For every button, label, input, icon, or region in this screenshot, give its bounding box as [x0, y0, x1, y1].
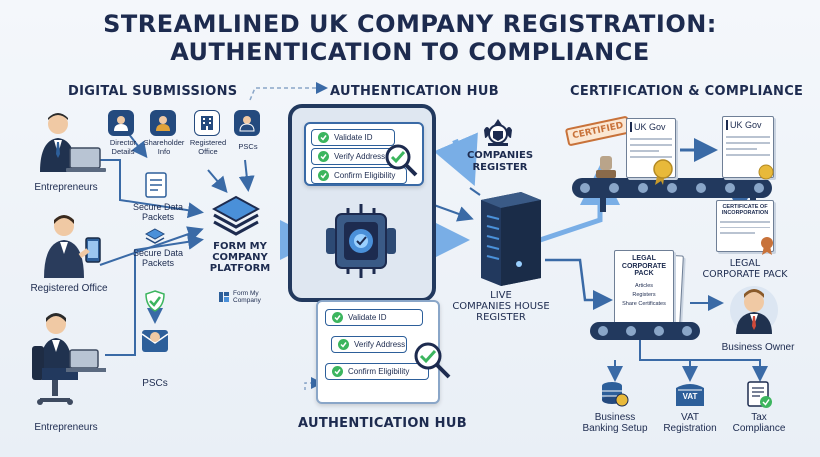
magnifier-check-icon-bottom: [412, 340, 452, 385]
companies-register-label: COMPANIES REGISTER: [466, 150, 534, 173]
check-verify-address-top: Verify Address: [311, 148, 395, 165]
legal-corporate-pack-label: LEGAL CORPORATE PACK: [702, 258, 788, 280]
entrepreneur-laptop-icon: [40, 113, 106, 172]
conveyor-rollers-bottom: [598, 326, 692, 336]
shareholder-info-label: Shareholder Info: [143, 138, 185, 156]
secure-packet-1: [145, 172, 167, 203]
registered-office-icon-label: Registered Office: [189, 138, 227, 156]
platform-small-logo: Form My Company: [218, 290, 261, 304]
entrepreneurs-top-label: Entrepreneurs: [34, 182, 98, 193]
office-icon: [194, 110, 220, 136]
uk-gov-document-2: UK Gov: [722, 116, 774, 178]
stamp-handle-icon: [594, 156, 618, 185]
check-icon: [318, 151, 329, 162]
registered-office-label: Registered Office: [30, 283, 108, 294]
title-line-1: STREAMLINED UK COMPANY REGISTRATION:: [103, 10, 717, 38]
conveyor-rollers-top: [580, 183, 764, 193]
platform-mini-icon: [219, 292, 229, 302]
shield-check-icon: [144, 290, 166, 317]
check-validate-id-bottom: Validate ID: [325, 309, 423, 326]
platform-name: FORM MY COMPANY PLATFORM: [209, 241, 271, 274]
ribbon-seal-icon: [760, 236, 774, 261]
entrepreneur-desk-icon: [32, 313, 106, 405]
secure-data-packets-label-1: Secure Data Packets: [132, 202, 184, 222]
auth-checklist-bottom: Validate ID Verify Address Confirm Eligi…: [316, 300, 440, 404]
server-tower-icon: [473, 190, 545, 291]
registered-office-item: [194, 110, 224, 136]
registered-office-figure: [30, 212, 110, 285]
entrepreneurs-bottom-label: Entrepreneurs: [34, 422, 98, 433]
check-icon: [318, 170, 329, 181]
director-icon: [108, 110, 134, 136]
section-certification-compliance: CERTIFICATION & COMPLIANCE: [570, 84, 804, 99]
live-register-label: LIVE COMPANIES HOUSE REGISTER: [452, 290, 550, 323]
entrepreneur-top-figure: [28, 110, 108, 185]
gold-seal-icon: [652, 158, 674, 191]
banking-label: Business Banking Setup: [582, 412, 648, 434]
processor-chip-icon: [318, 198, 404, 289]
vat-icon: VAT: [674, 380, 706, 415]
title-line-2: AUTHENTICATION TO COMPLIANCE: [170, 38, 650, 66]
conveyor-belt-bottom: [590, 322, 700, 340]
pscs-icon: [234, 110, 260, 136]
platform-logo-icon: [211, 195, 261, 242]
business-owner-label: Business Owner: [721, 342, 795, 353]
secure-data-packets-label-2: Secure Data Packets: [132, 248, 184, 268]
pscs-icon-label: PSCs: [238, 142, 258, 151]
pscs-label: PSCs: [142, 378, 168, 389]
check-validate-id-top: Validate ID: [311, 129, 395, 146]
gold-seal-icon-2: [758, 164, 774, 185]
check-icon: [332, 366, 343, 377]
person-phone-icon: [44, 215, 101, 278]
business-owner-avatar: [728, 282, 780, 345]
check-icon: [332, 312, 343, 323]
section-digital-submissions: DIGITAL SUBMISSIONS: [68, 84, 238, 99]
section-authentication-hub: AUTHENTICATION HUB: [330, 84, 499, 99]
document-icon: [145, 172, 167, 198]
check-verify-address-bottom: Verify Address: [331, 336, 407, 353]
check-confirm-eligibility-bottom: Confirm Eligibility: [325, 363, 429, 380]
entrepreneur-bottom-figure: [22, 310, 112, 415]
banking-icon: [598, 380, 630, 413]
check-icon: [318, 132, 329, 143]
vat-label: VAT Registration: [663, 412, 717, 434]
page-title: STREAMLINED UK COMPANY REGISTRATION: AUT…: [0, 10, 820, 66]
tax-label: Tax Compliance: [732, 412, 786, 434]
tax-icon: [746, 380, 774, 415]
vat-badge-text: VAT: [682, 392, 698, 401]
check-icon: [338, 339, 349, 350]
data-stack-icon: [144, 228, 166, 244]
check-confirm-eligibility-top: Confirm Eligibility: [311, 167, 407, 184]
director-details-label: Director Details: [109, 138, 137, 156]
director-details-item: [108, 110, 138, 136]
psc-mail-icon: [140, 326, 170, 359]
royal-crest-icon: [481, 116, 515, 153]
secure-packet-2: [144, 228, 166, 251]
pscs-item: [234, 110, 264, 136]
section-authentication-hub-bottom: AUTHENTICATION HUB: [298, 416, 467, 431]
legal-pack-document: LEGAL CORPORATE PACK Articles Registers …: [614, 250, 674, 324]
shareholder-info-item: [150, 110, 180, 136]
shareholder-icon: [150, 110, 176, 136]
magnifier-check-icon-top: [383, 142, 419, 183]
